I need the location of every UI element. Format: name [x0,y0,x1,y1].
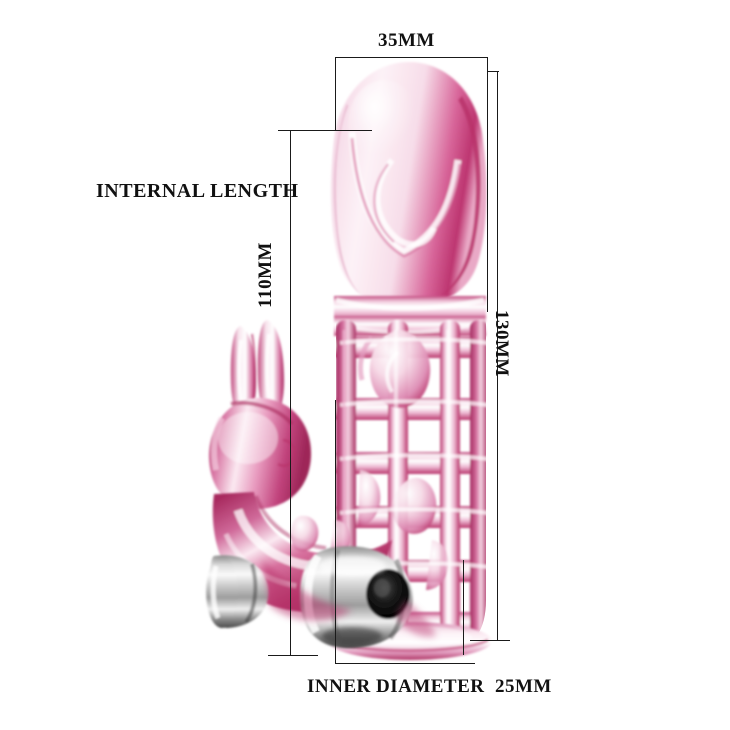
product-head [331,62,487,307]
bullet-vibrator-right [300,546,413,649]
dimline-internal-length-leader [278,130,372,131]
dimline-35mm-extension-right [487,71,499,72]
label-inner-diameter: INNER DIAMETER 25MM [307,676,552,697]
base-blend-wash [262,560,436,637]
label-internal-length: INTERNAL LENGTH [96,180,299,202]
bullet-vibrator-left [206,555,269,629]
dimline-130mm-vertical [497,71,498,640]
dimline-35mm-tick-right [487,57,488,312]
label-internal-length-value: 110MM [255,242,276,308]
label-total-length: 130MM [491,310,512,377]
dimline-35mm-tick-left [335,57,336,131]
product-collar [334,296,486,336]
dimline-110mm-vertical [290,130,291,655]
dimline-130mm-tick-bottom [470,640,510,641]
rabbit-head [208,397,312,510]
label-top-width: 35MM [378,30,435,51]
dimline-inner-diameter-horizontal [335,663,475,664]
dimline-35mm-horizontal [335,57,488,58]
dimline-inner-diameter-tick-left [335,400,336,663]
dimline-110mm-tick-bottom [268,655,318,656]
dimline-inner-diameter-tick-right [463,560,464,655]
